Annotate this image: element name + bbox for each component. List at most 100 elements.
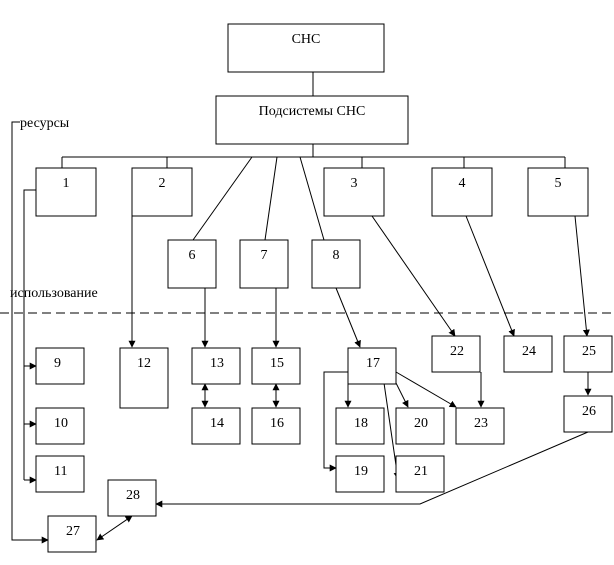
node-n18: 18: [335, 407, 385, 445]
node-box-n27: [47, 515, 97, 553]
node-n5: 5: [527, 167, 589, 217]
node-box-n5: [527, 167, 589, 217]
node-n22: 22: [431, 335, 481, 373]
node-label-n6: 6: [189, 248, 196, 263]
node-box-n9: [35, 347, 85, 385]
edge-n17-n23: [395, 371, 457, 408]
node-box-n10: [35, 407, 85, 445]
node-box-n20: [395, 407, 445, 445]
node-label-n2: 2: [159, 176, 166, 191]
node-label-n4: 4: [459, 176, 466, 191]
node-n27: 27: [47, 515, 97, 553]
node-box-n24: [503, 335, 553, 373]
node-label-n9: 9: [54, 356, 61, 371]
node-label-n1: 1: [63, 176, 70, 191]
node-box-n15: [251, 347, 301, 385]
node-n23: 23: [455, 407, 505, 445]
node-box-n6: [167, 239, 217, 289]
node-label-n12: 12: [137, 356, 151, 371]
edge-n8-n17: [335, 287, 361, 348]
node-n19: 19: [335, 455, 385, 493]
node-n13: 13: [191, 347, 241, 385]
node-n11: 11: [35, 455, 85, 493]
node-box-n7: [239, 239, 289, 289]
node-n9: 9: [35, 347, 85, 385]
node-box-n26: [563, 395, 613, 433]
node-box-n4: [431, 167, 493, 217]
node-box-n21: [395, 455, 445, 493]
node-label-n27: 27: [66, 524, 80, 539]
node-box-n11: [35, 455, 85, 493]
node-box-n1: [35, 167, 97, 217]
node-n15: 15: [251, 347, 301, 385]
node-label-n25: 25: [582, 344, 596, 359]
node-label-n20: 20: [414, 416, 428, 431]
node-label-n21: 21: [414, 464, 428, 479]
node-box-n13: [191, 347, 241, 385]
node-n6: 6: [167, 239, 217, 289]
node-n12: 12: [119, 347, 169, 409]
edge-n26-n28: [155, 431, 589, 508]
node-label-n8: 8: [333, 248, 340, 263]
node-box-n19: [335, 455, 385, 493]
node-n24: 24: [503, 335, 553, 373]
node-label-n3: 3: [351, 176, 358, 191]
edge-n17-n20: [395, 382, 409, 408]
edge-bus-n7: [264, 156, 278, 241]
node-n17: 17: [347, 347, 397, 385]
edge-n3-n22: [371, 215, 456, 337]
node-n25: 25: [563, 335, 613, 373]
node-n8: 8: [311, 239, 361, 289]
node-n26: 26: [563, 395, 613, 433]
node-box-root: [227, 23, 385, 73]
node-label-n17: 17: [366, 356, 380, 371]
edge-resources-n27: [11, 121, 49, 544]
node-box-n18: [335, 407, 385, 445]
resources-caption: ресурсы: [20, 116, 70, 131]
node-n10: 10: [35, 407, 85, 445]
node-box-n16: [251, 407, 301, 445]
node-n1: 1: [35, 167, 97, 217]
node-box-n23: [455, 407, 505, 445]
node-box-n8: [311, 239, 361, 289]
edge-bus-n6: [192, 156, 253, 241]
node-box-n14: [191, 407, 241, 445]
node-label-n26: 26: [582, 404, 596, 419]
node-label-n19: 19: [354, 464, 368, 479]
node-box-n22: [431, 335, 481, 373]
node-label-n5: 5: [555, 176, 562, 191]
node-label-n11: 11: [54, 464, 67, 479]
node-box-subsystems: [215, 95, 409, 145]
node-label-n15: 15: [270, 356, 284, 371]
node-box-n12: [119, 347, 169, 409]
node-box-n17: [347, 347, 397, 385]
edge-bus-n8: [299, 156, 325, 241]
edge-n1-spine: [23, 189, 36, 480]
node-n28: 28: [107, 479, 157, 517]
node-box-n28: [107, 479, 157, 517]
node-n7: 7: [239, 239, 289, 289]
node-box-n3: [323, 167, 385, 217]
node-label-n24: 24: [522, 344, 536, 359]
node-label-n7: 7: [261, 248, 268, 263]
node-root: СНС: [227, 23, 385, 73]
node-n16: 16: [251, 407, 301, 445]
node-label-n10: 10: [54, 416, 68, 431]
node-box-n25: [563, 335, 613, 373]
node-n21: 21: [395, 455, 445, 493]
node-label-n28: 28: [126, 488, 140, 503]
node-n3: 3: [323, 167, 385, 217]
node-n14: 14: [191, 407, 241, 445]
node-label-subsystems: Подсистемы СНС: [259, 104, 366, 119]
usage-caption: использование: [10, 286, 98, 301]
node-subsystems: Подсистемы СНС: [215, 95, 409, 145]
node-label-n18: 18: [354, 416, 368, 431]
node-label-n14: 14: [210, 416, 224, 431]
node-n20: 20: [395, 407, 445, 445]
edges-layer: [11, 72, 592, 544]
node-label-n13: 13: [210, 356, 224, 371]
edge-n17-n19: [323, 371, 348, 472]
node-n2: 2: [131, 167, 193, 217]
edge-n4-n24: [465, 215, 515, 337]
